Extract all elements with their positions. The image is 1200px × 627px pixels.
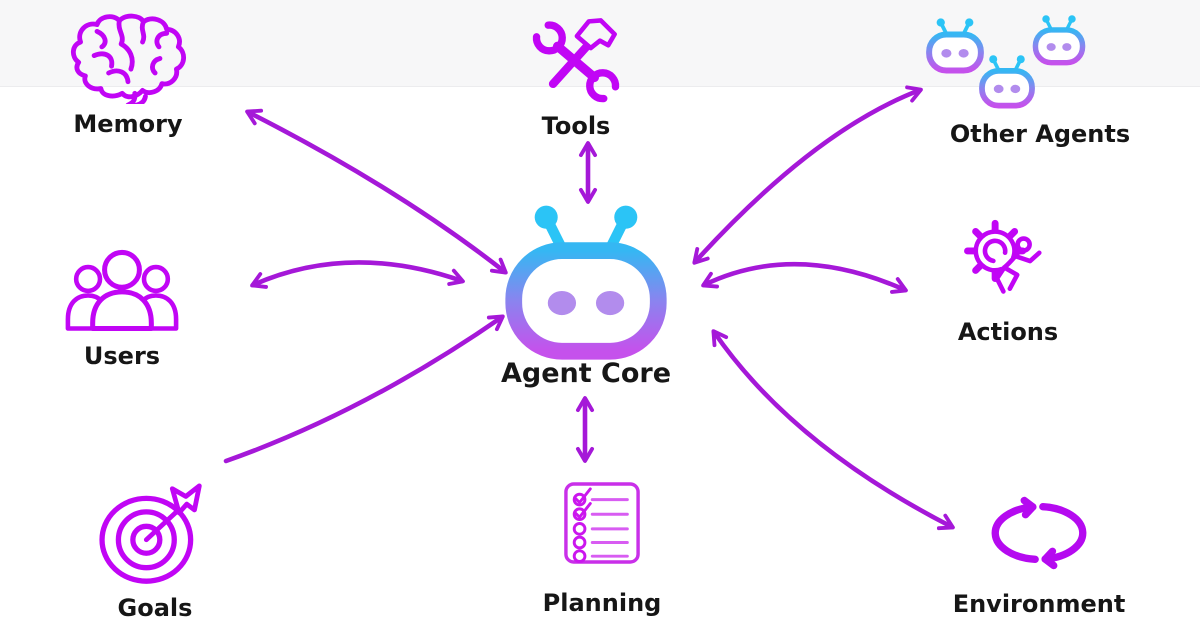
arrow-actions-agent-core: [701, 261, 908, 294]
node-label-environment: Environment: [952, 590, 1126, 618]
node-actions: Actions: [916, 216, 1100, 347]
wrench-hammer-icon: [532, 18, 620, 103]
checklist-icon: [564, 482, 640, 564]
arrow-memory-agent-core: [245, 108, 508, 275]
node-memory: Memory: [40, 12, 216, 139]
node-label-planning: Planning: [542, 589, 662, 617]
target-dart-icon: [99, 483, 202, 584]
node-label-goals: Goals: [117, 594, 193, 622]
arrow-other-agents-agent-core: [692, 85, 923, 265]
node-label-memory: Memory: [73, 110, 183, 138]
node-goals: Goals: [65, 482, 245, 623]
small-robot-icon: [976, 52, 1038, 110]
agent-core-robot-icon: [497, 196, 675, 364]
small-robot-icon: [1030, 12, 1088, 67]
node-environment: Environment: [947, 490, 1131, 619]
node-label-tools: Tools: [541, 112, 611, 140]
agent-core-label: Agent Core: [500, 358, 672, 389]
arrow-goals-agent-core: [223, 314, 505, 464]
node-tools: Tools: [484, 14, 668, 141]
node-other-agents: Other Agents: [918, 8, 1162, 148]
gear-runner-icon: [964, 219, 1042, 294]
arrow-environment-agent-core: [711, 329, 955, 531]
node-users: Users: [34, 246, 210, 371]
people-icon: [65, 249, 179, 332]
cycle-arrows-icon: [991, 496, 1087, 570]
node-planning: Planning: [512, 481, 692, 618]
node-label-other-agents: Other Agents: [949, 120, 1131, 148]
brain-icon: [70, 13, 186, 104]
node-label-actions: Actions: [957, 318, 1059, 346]
node-label-users: Users: [83, 342, 161, 370]
arrow-users-agent-core: [250, 260, 465, 289]
